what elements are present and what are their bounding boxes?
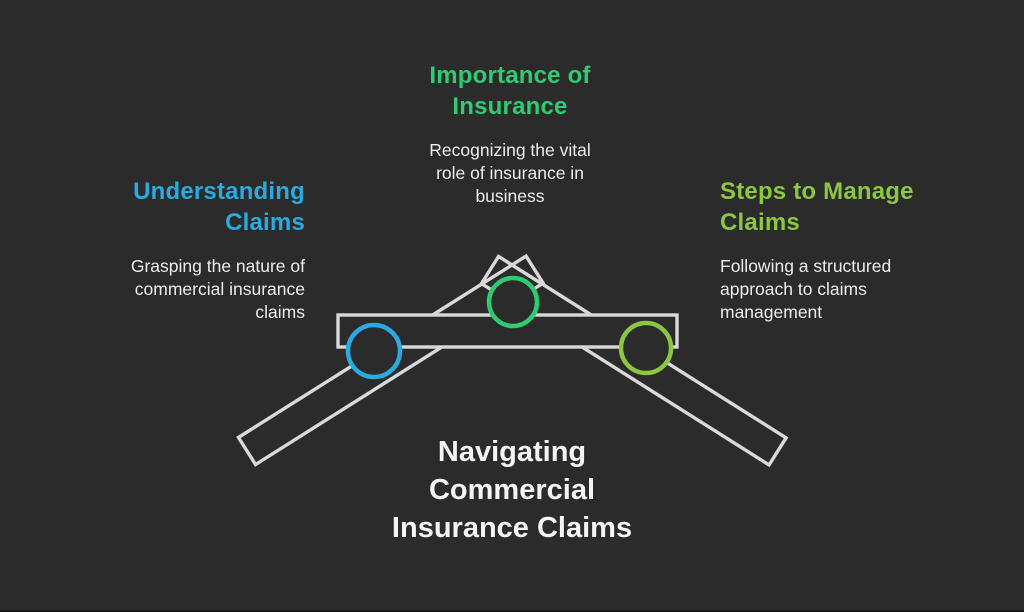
heading-line: Claims (225, 209, 305, 236)
description-line: commercial insurance (134, 279, 305, 299)
main-title: Navigating Commercial Insurance Claims (312, 433, 712, 547)
section-description: Grasping the nature of commercial insura… (85, 255, 305, 324)
bottom-edge (0, 610, 1024, 612)
section-description: Recognizing the vital role of insurance … (380, 139, 640, 208)
description-line: role of insurance in (436, 163, 584, 183)
description-line: claims (255, 302, 305, 322)
description-line: Grasping the nature of (130, 256, 305, 276)
section-description: Following a structured approach to claim… (720, 255, 950, 324)
node-circle-importance (486, 275, 540, 329)
node-circle-steps (618, 320, 674, 376)
node-circle-understanding (345, 322, 403, 380)
description-line: management (720, 302, 823, 322)
section-heading: Steps to Manage Claims (720, 176, 950, 238)
section-understanding-claims: Understanding Claims Grasping the nature… (85, 176, 305, 324)
section-heading: Understanding Claims (85, 176, 305, 238)
main-title-line: Commercial (428, 474, 595, 506)
heading-line: Insurance (452, 93, 568, 120)
heading-line: Claims (720, 209, 800, 236)
description-line: approach to claims (720, 279, 867, 299)
heading-line: Importance of (429, 62, 591, 89)
heading-line: Understanding (133, 178, 305, 205)
main-title-line: Navigating (437, 436, 587, 468)
section-importance-of-insurance: Importance of Insurance Recognizing the … (380, 60, 640, 208)
section-heading: Importance of Insurance (380, 60, 640, 122)
description-line: business (475, 186, 545, 206)
heading-line: Steps to Manage (720, 178, 914, 205)
main-title-line: Insurance Claims (391, 512, 633, 544)
description-line: Following a structured (720, 256, 892, 276)
description-line: Recognizing the vital (429, 140, 591, 160)
section-steps-to-manage-claims: Steps to Manage Claims Following a struc… (720, 176, 950, 324)
